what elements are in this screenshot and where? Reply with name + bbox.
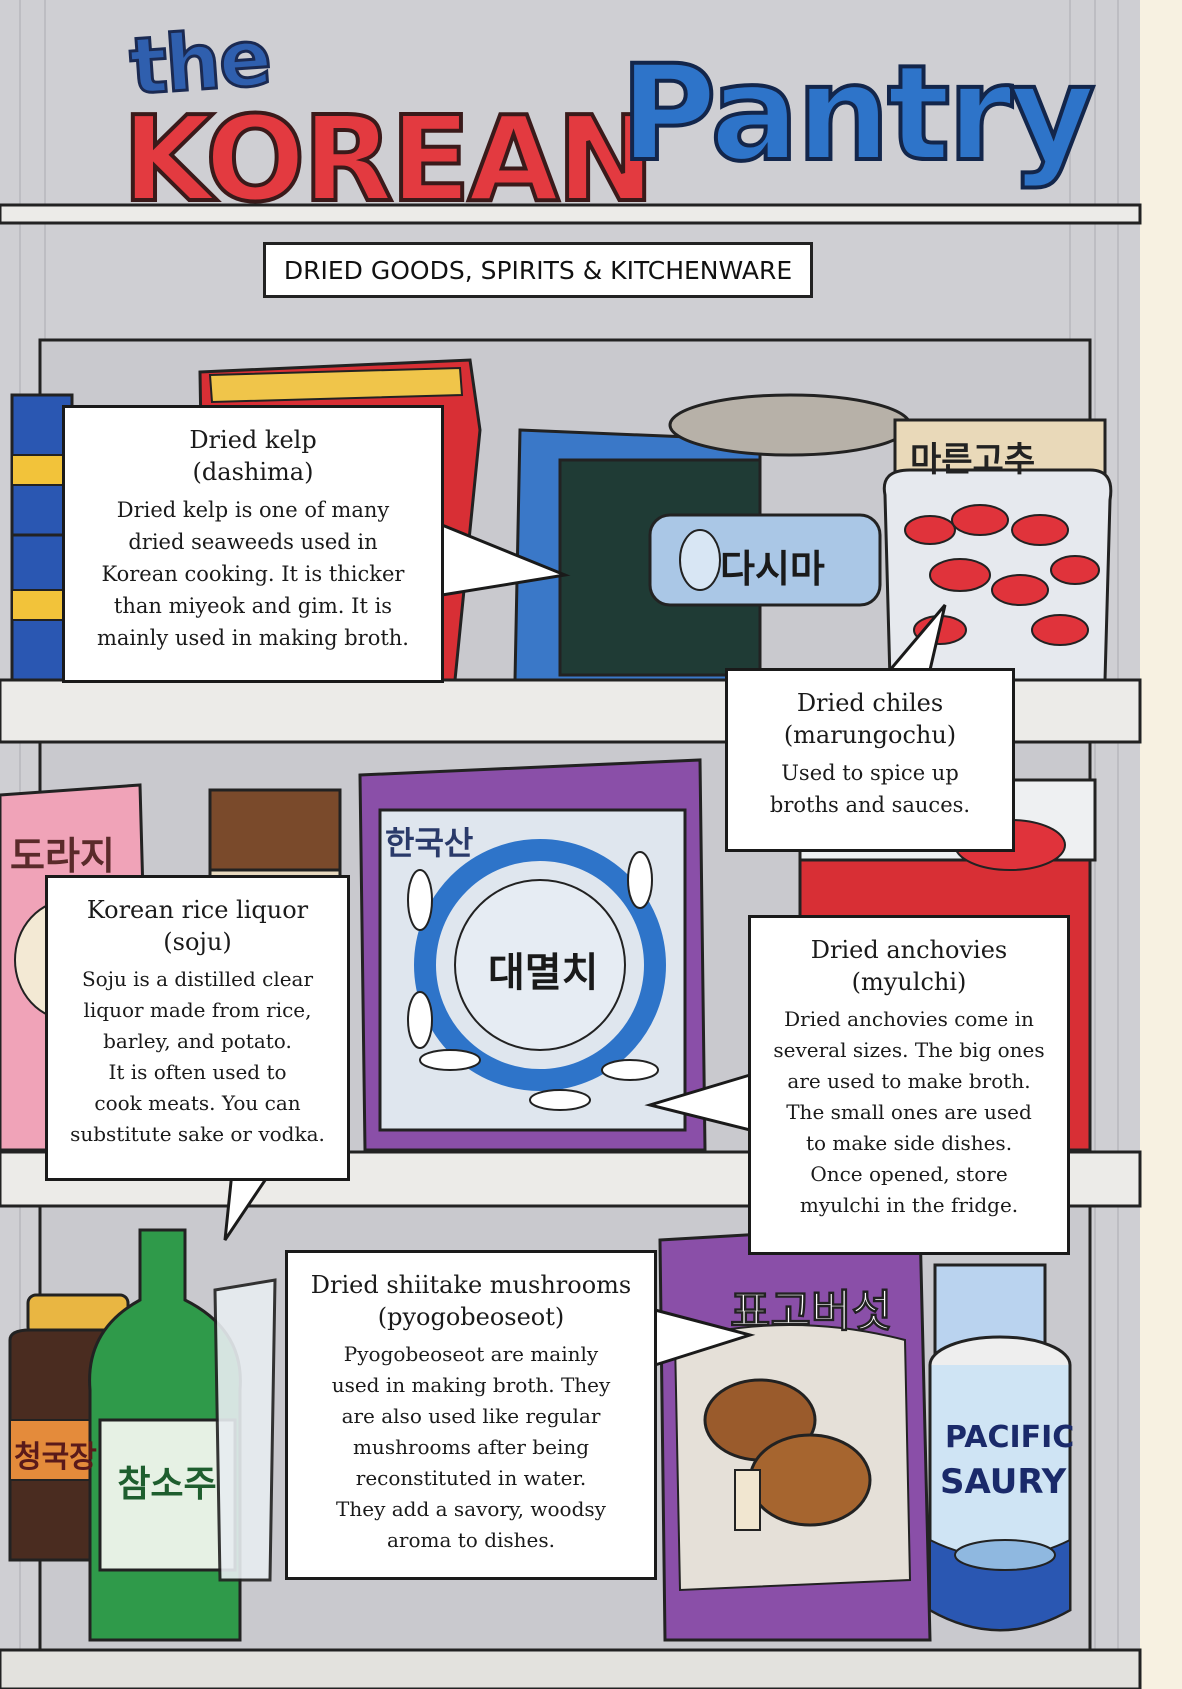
subtitle-banner: DRIED GOODS, SPIRITS & KITCHENWARE [263,242,813,298]
body-line: several sizes. The big ones [773,1038,1045,1062]
body-line: substitute sake or vodka. [70,1122,325,1146]
callout-pyogobeoseot-heading: Dried shiitake mushrooms [310,1271,632,1299]
pyogo-bag-label: 표고버섯 [730,1286,893,1338]
body-line: Once opened, store [810,1162,1008,1186]
callout-soju: Korean rice liquor (soju) Soju is a dist… [45,875,350,1181]
callout-dashima-body: Dried kelp is one of many dried seaweeds… [65,494,441,654]
cheonggukjang-jar-label: 청국장 [14,1440,97,1475]
body-line: cook meats. You can [94,1091,301,1115]
title-pantry: Pantry [618,37,1097,191]
body-line: Used to spice up [781,761,959,785]
callout-marungochu-heading: Dried chiles [796,689,944,717]
callout-soju-heading: Korean rice liquor [86,896,309,924]
callout-soju-body: Soju is a distilled clear liquor made fr… [48,964,347,1150]
callout-dashima: Dried kelp (dashima) Dried kelp is one o… [62,405,444,683]
body-line: reconstituted in water. [355,1466,587,1490]
body-line: are also used like regular [341,1404,601,1428]
callout-marungochu: Dried chiles (marungochu) Used to spice … [725,668,1015,852]
kelp-bag-label: 다시마 [720,547,825,591]
body-line: Korean cooking. It is thicker [101,562,405,586]
callout-myulchi: Dried anchovies (myulchi) Dried anchovie… [748,915,1070,1255]
soju-bottle-label: 참소주 [117,1464,217,1505]
body-line: barley, and potato. [103,1029,292,1053]
callout-dashima-subheading: (dashima) [192,458,314,486]
body-line: than miyeok and gim. It is [113,594,393,618]
daemyeolchi-label: 대멸치 [488,950,599,996]
callout-dashima-heading: Dried kelp [189,426,317,454]
body-line: dried seaweeds used in [128,530,378,554]
chile-jar-label: 마른고추 [910,440,1036,480]
subtitle-text: DRIED GOODS, SPIRITS & KITCHENWARE [283,255,793,285]
body-line: mainly used in making broth. [97,626,409,650]
body-line: are used to make broth. [787,1069,1031,1093]
body-line: Dried anchovies come in [784,1007,1034,1031]
callout-myulchi-subheading: (myulchi) [851,968,967,996]
body-line: Dried kelp is one of many [116,498,390,522]
body-line: Soju is a distilled clear [81,967,314,991]
callout-marungochu-body: Used to spice up broths and sauces. [728,757,1012,821]
callout-myulchi-body: Dried anchovies come in several sizes. T… [751,1004,1067,1221]
title-korean: KOREAN [120,90,657,228]
callout-soju-subheading: (soju) [163,928,232,956]
saury-can-label-line1: PACIFIC [945,1420,1075,1455]
body-line: The small ones are used [786,1100,1032,1124]
body-line: It is often used to [108,1060,287,1084]
body-line: liquor made from rice, [83,998,312,1022]
callout-marungochu-subheading: (marungochu) [783,721,957,749]
saury-can-label-line2: SAURY [940,1462,1067,1502]
callout-pyogobeoseot: Dried shiitake mushrooms (pyogobeoseot) … [285,1250,657,1580]
body-line: mushrooms after being [352,1435,590,1459]
body-line: Pyogobeoseot are mainly [343,1342,599,1366]
hanguksan-label: 한국산 [385,824,474,862]
body-line: aroma to dishes. [386,1528,555,1552]
callout-myulchi-heading: Dried anchovies [810,936,1008,964]
body-line: They add a savory, woodsy [336,1497,606,1521]
body-line: broths and sauces. [769,793,971,817]
body-line: to make side dishes. [805,1131,1013,1155]
body-line: myulchi in the fridge. [799,1193,1019,1217]
body-line: used in making broth. They [331,1373,611,1397]
callout-pyogobeoseot-subheading: (pyogobeoseot) [377,1303,565,1331]
doraji-bag-label: 도라지 [10,834,115,878]
callout-pyogobeoseot-body: Pyogobeoseot are mainly used in making b… [288,1339,654,1556]
